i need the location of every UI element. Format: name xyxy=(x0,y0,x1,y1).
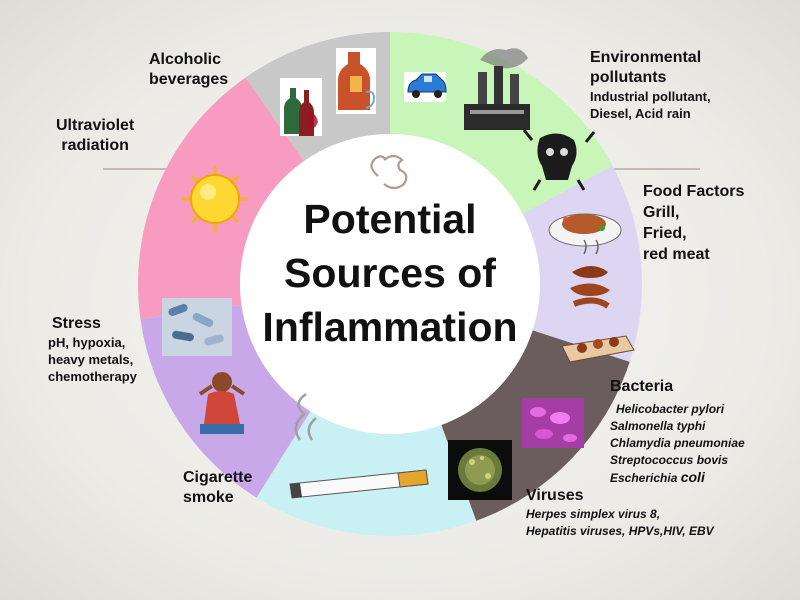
title-line-3: Inflammation xyxy=(262,304,518,350)
ring-segment-food xyxy=(522,165,642,362)
viruses-label: Viruses Herpes simplex virus 8, Hepatiti… xyxy=(526,487,714,538)
car-picture xyxy=(404,72,447,102)
factory-picture xyxy=(464,48,530,130)
sun-picture xyxy=(182,166,248,232)
title-line-2: Sources of xyxy=(284,250,496,296)
environment-label: Environmental pollutants Industrial poll… xyxy=(590,49,711,121)
title-line-1: Potential xyxy=(303,196,477,242)
grill-picture xyxy=(561,335,635,363)
bacteria-item: Chlamydia pneumoniae xyxy=(610,436,745,450)
cigarette-label: Cigarette smoke xyxy=(183,469,253,506)
alcohol-bottles-picture xyxy=(280,48,376,136)
ornament-icon xyxy=(370,154,408,190)
cigarette-picture xyxy=(289,392,429,499)
bacteria-item: Streptococcus bovis xyxy=(610,453,729,467)
bacteria-item-last: Escherichia coli xyxy=(610,469,705,485)
bacteria-item: Salmonella typhi xyxy=(610,419,706,433)
bacteria-label: Bacteria Helicobacter pylori Salmonella … xyxy=(610,378,745,485)
pills-picture xyxy=(162,298,232,356)
stress-label: Stress pH, hypoxia, heavy metals, chemot… xyxy=(48,315,137,384)
food-label: Food Factors Grill, Fried, red meat xyxy=(643,183,745,263)
ring-segment-cigarette xyxy=(256,411,477,536)
uv-label: Ultraviolet radiation xyxy=(56,117,135,154)
bacteria-picture xyxy=(522,398,584,448)
alcohol-label: Alcoholic beverages xyxy=(149,51,229,88)
diagram-title: Potential Sources of Inflammation xyxy=(230,192,550,354)
virus-picture xyxy=(448,440,512,500)
roast-dish-picture xyxy=(548,213,622,247)
ring-center xyxy=(240,134,540,434)
skull-picture xyxy=(522,129,596,191)
bacteria-item: Helicobacter pylori xyxy=(616,402,725,416)
sausages-picture xyxy=(570,239,610,309)
stressed-man-picture xyxy=(198,372,246,434)
